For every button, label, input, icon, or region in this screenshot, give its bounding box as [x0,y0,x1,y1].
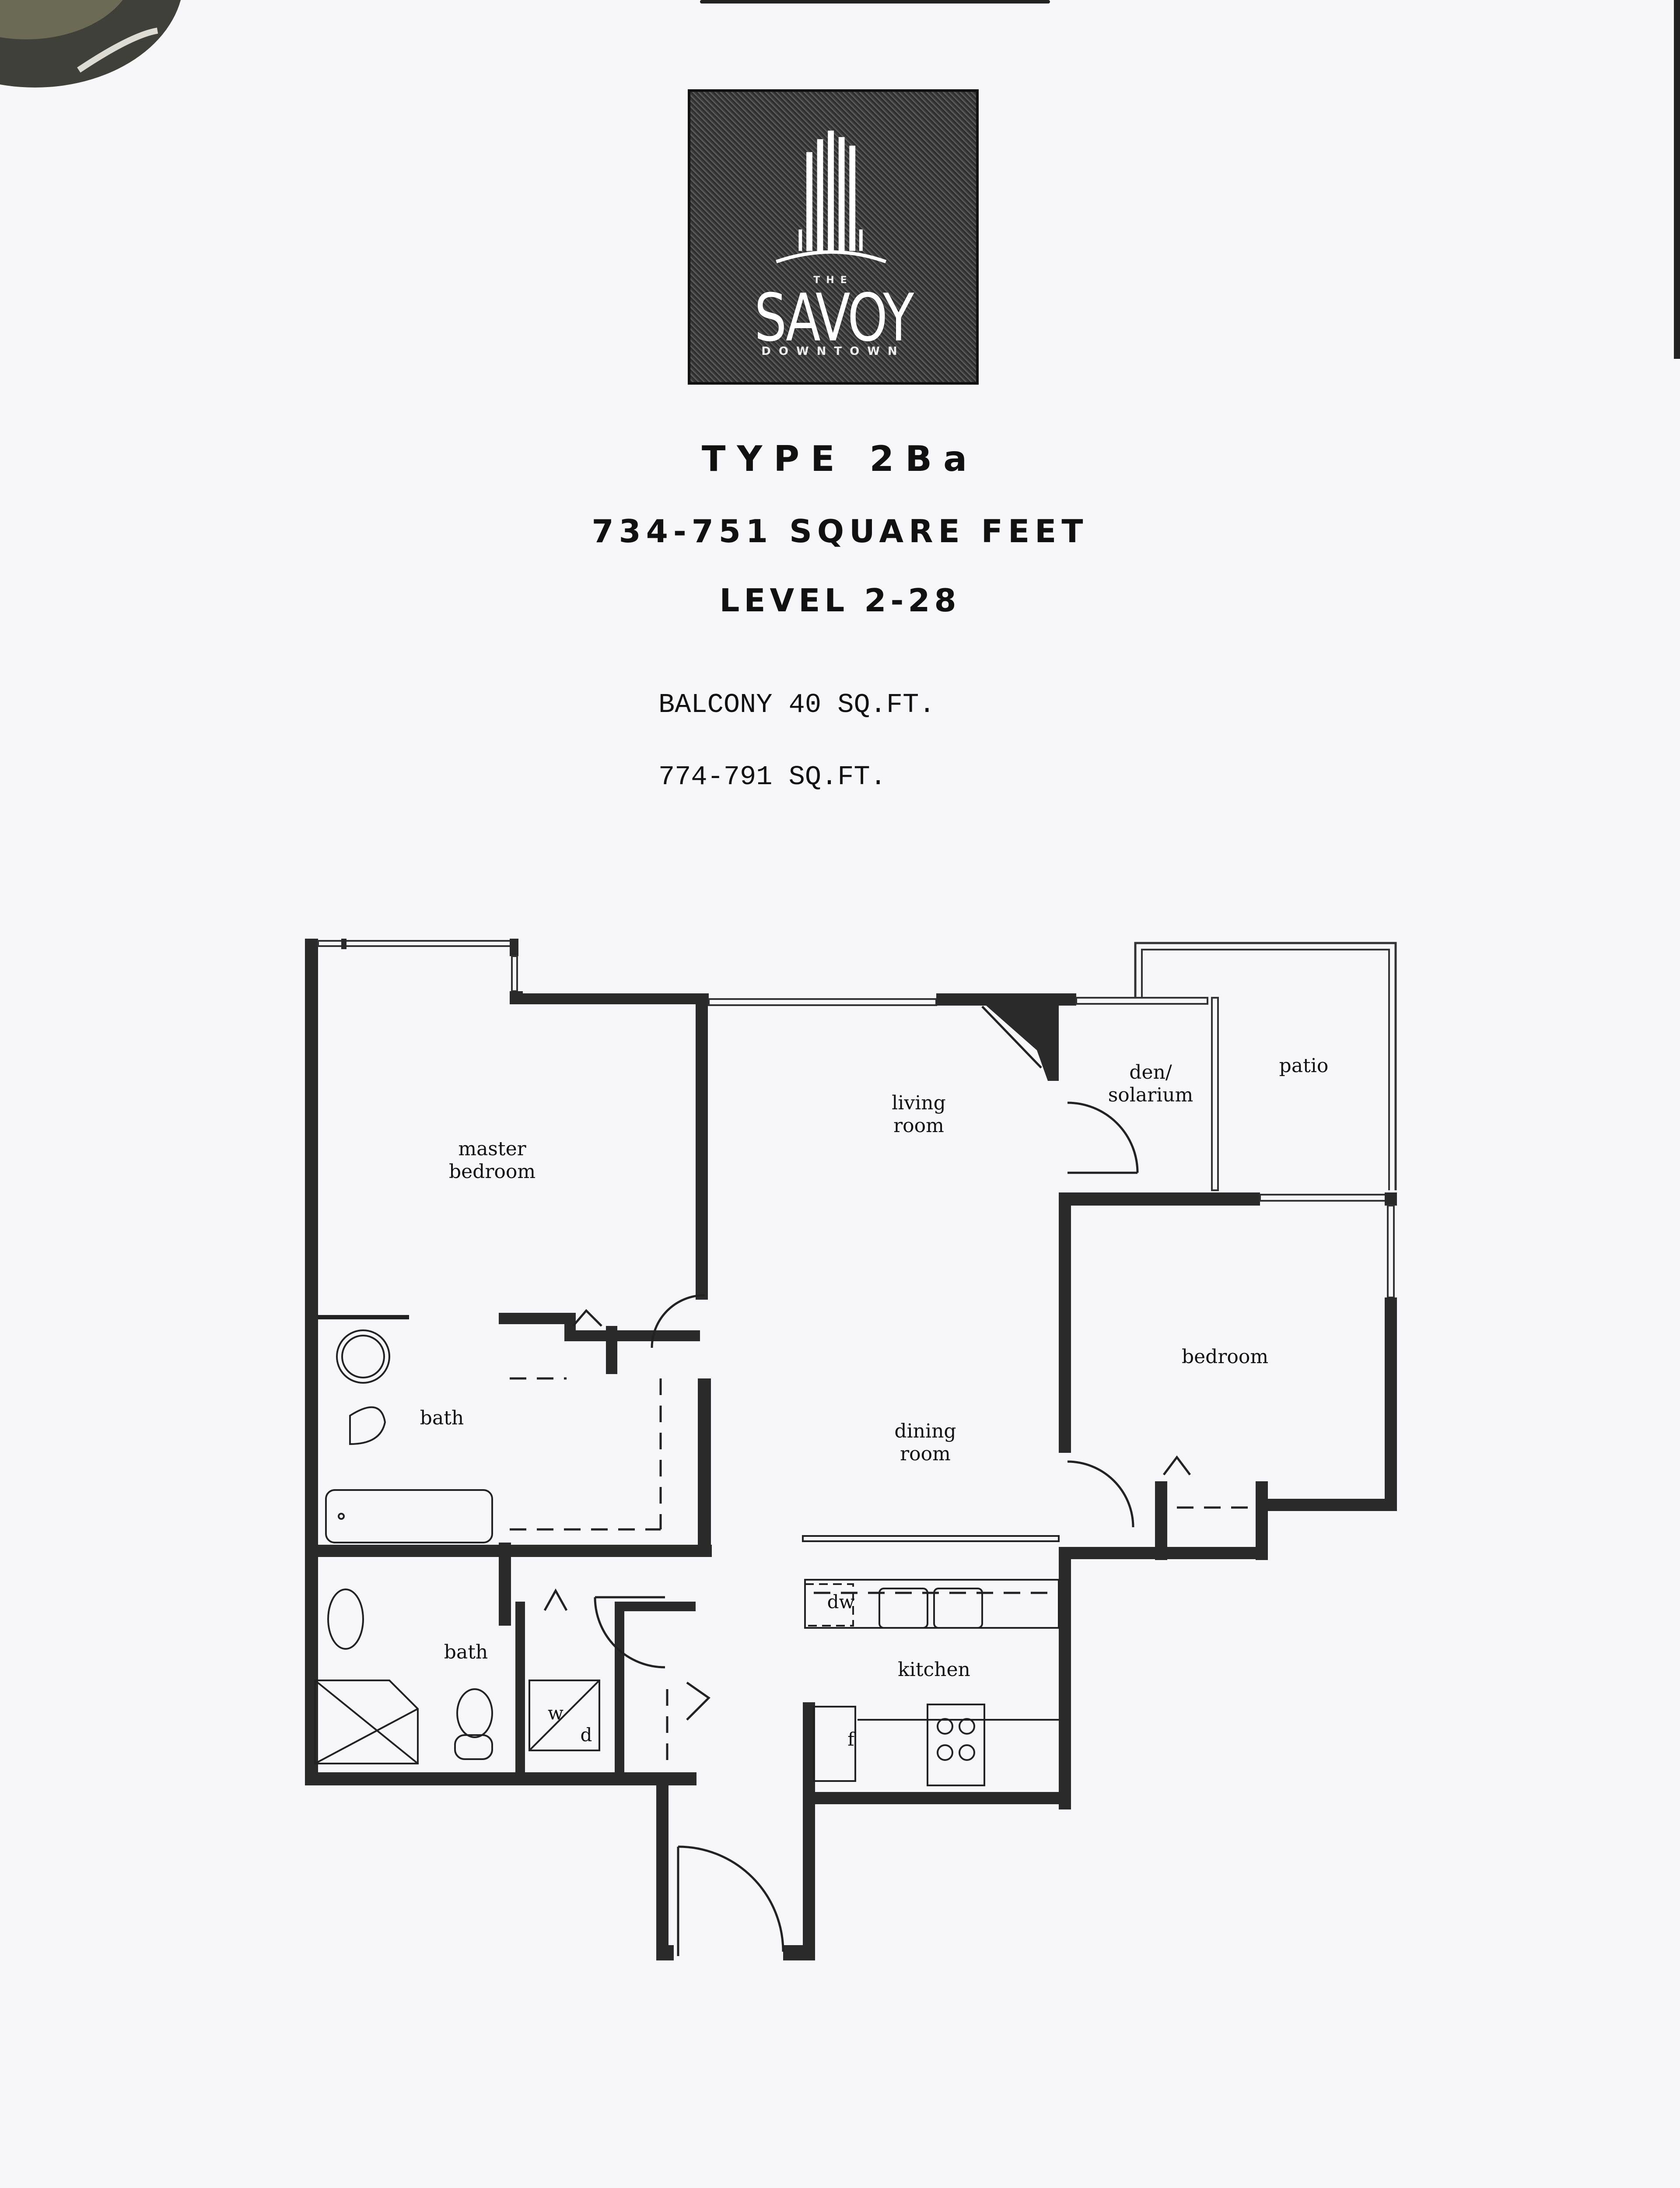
label-line: dining [894,1420,956,1442]
logo-prefix: THE [813,275,853,286]
scan-edge-shadow [700,0,1050,4]
label-line: living [892,1092,946,1114]
bath-fixtures [314,1315,600,1764]
closet-lines [510,1377,1251,1768]
room-label-patio: patio [1279,1055,1329,1077]
balcony-area-note: BALCONY 40 SQ.FT. [658,689,935,720]
corner-object-photo [0,0,181,88]
unit-type-title: TYPE 2Ba [701,438,979,479]
closet-arrows [543,1309,1191,1611]
room-label-living-room: living room [892,1092,946,1137]
room-label-den-solarium: den/ solarium [1108,1061,1194,1107]
label-line: patio [1279,1055,1329,1077]
door-swings [594,1101,1139,1956]
label-line: room [893,1115,944,1137]
total-area-note: 774-791 SQ.FT. [658,761,886,792]
label-line: kitchen [898,1659,970,1681]
label-line: bedroom [1181,1346,1269,1368]
room-label-ensuite-bath: bath [420,1407,464,1430]
label-line: bedroom [448,1161,536,1183]
room-label-dining-room: dining room [894,1420,956,1466]
fridge-label: f [847,1729,854,1750]
level-range: LEVEL 2-28 [719,582,961,619]
label-line: master [458,1138,526,1160]
logo-name: SAVOY [754,280,914,356]
room-label-main-bath: bath [444,1641,488,1664]
tower-icon [776,130,887,263]
kitchen-fixtures [802,1535,1060,1786]
dishwasher-label: dw [827,1591,855,1613]
label-line: den/ [1129,1061,1172,1083]
room-label-bedroom: bedroom [1182,1346,1268,1368]
room-label-kitchen: kitchen [898,1659,970,1681]
room-label-master-bedroom: master bedroom [449,1138,536,1183]
label-line: room [900,1443,951,1465]
label-line: bath [420,1407,464,1429]
label-line: bath [444,1641,488,1663]
dryer-label: d [580,1724,592,1746]
washer-label: w [548,1702,564,1724]
label-line: solarium [1108,1084,1194,1106]
walls [305,939,1397,1960]
logo-subtitle: DOWNTOWN [761,345,905,358]
savoy-logo: THE SAVOY DOWNTOWN [688,89,979,385]
square-feet-range: 734-751 SQUARE FEET [592,513,1088,550]
scan-edge-right [1674,0,1680,359]
